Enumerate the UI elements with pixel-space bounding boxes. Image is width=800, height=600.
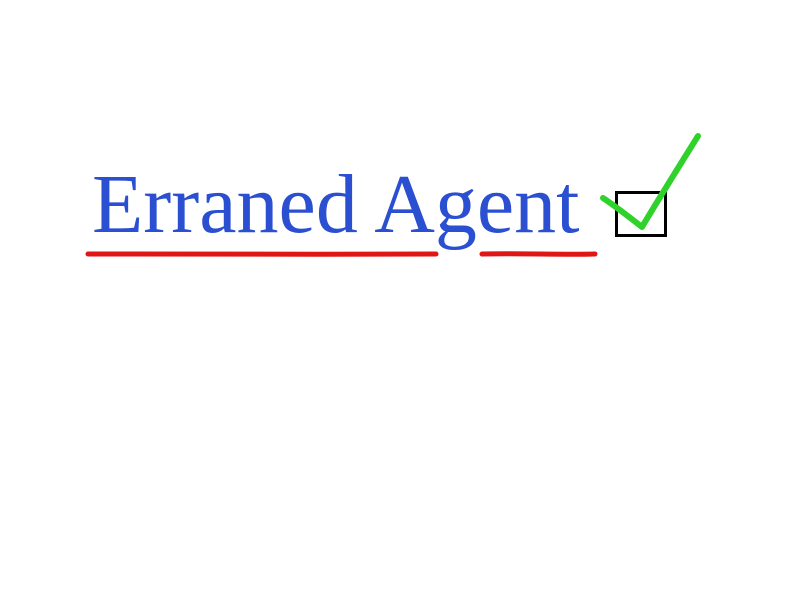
- checkbox-icon[interactable]: [615, 191, 667, 237]
- heading-text: Erraned Agent: [92, 158, 580, 251]
